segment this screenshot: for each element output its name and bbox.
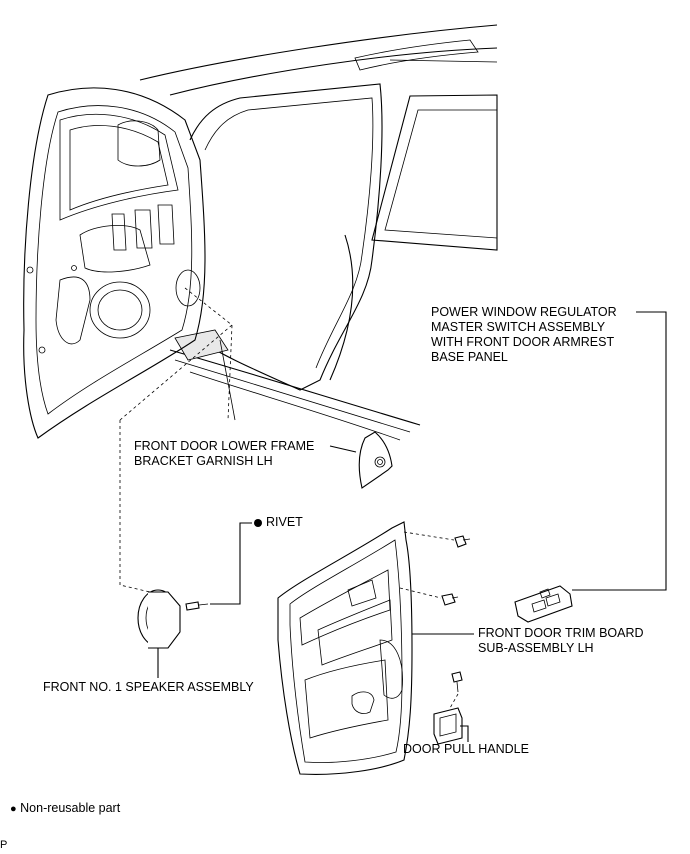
vehicle-body-illustration	[139, 24, 498, 441]
front-door-trim-board-part	[277, 521, 413, 775]
label-speaker-assembly: FRONT NO. 1 SPEAKER ASSEMBLY	[43, 680, 254, 694]
label-trim-board: FRONT DOOR TRIM BOARD SUB-ASSEMBLY LH	[478, 626, 644, 655]
rivet-non-reusable-marker	[254, 519, 262, 527]
corner-mark: P	[0, 839, 8, 851]
pull-handle-leader	[460, 725, 469, 742]
label-lower-frame-bracket-garnish: FRONT DOOR LOWER FRAME BRACKET GARNISH L…	[134, 439, 315, 468]
legend-text: Non-reusable part	[20, 801, 121, 815]
label-door-pull-handle: DOOR PULL HANDLE	[403, 742, 529, 756]
power-window-leader	[572, 311, 667, 591]
label-power-window-switch: POWER WINDOW REGULATOR MASTER SWITCH ASS…	[431, 305, 617, 364]
rivet-leader	[210, 522, 252, 605]
legend: ● Non-reusable part	[10, 801, 120, 817]
lower-frame-bracket-garnish-part	[358, 431, 393, 489]
rivet-part	[185, 601, 209, 611]
lower-frame-leader	[329, 445, 357, 453]
door-pull-handle-part	[433, 671, 463, 745]
legend-bullet-icon: ●	[10, 803, 17, 815]
speaker-assembly-guide-line	[119, 287, 233, 593]
label-rivet: RIVET	[266, 515, 303, 529]
power-window-master-switch-part	[514, 585, 573, 623]
speaker-guide-line-2	[119, 324, 233, 421]
front-door-inner-panel	[23, 87, 206, 439]
trim-board-clips	[399, 531, 471, 606]
front-speaker-part	[137, 589, 181, 649]
